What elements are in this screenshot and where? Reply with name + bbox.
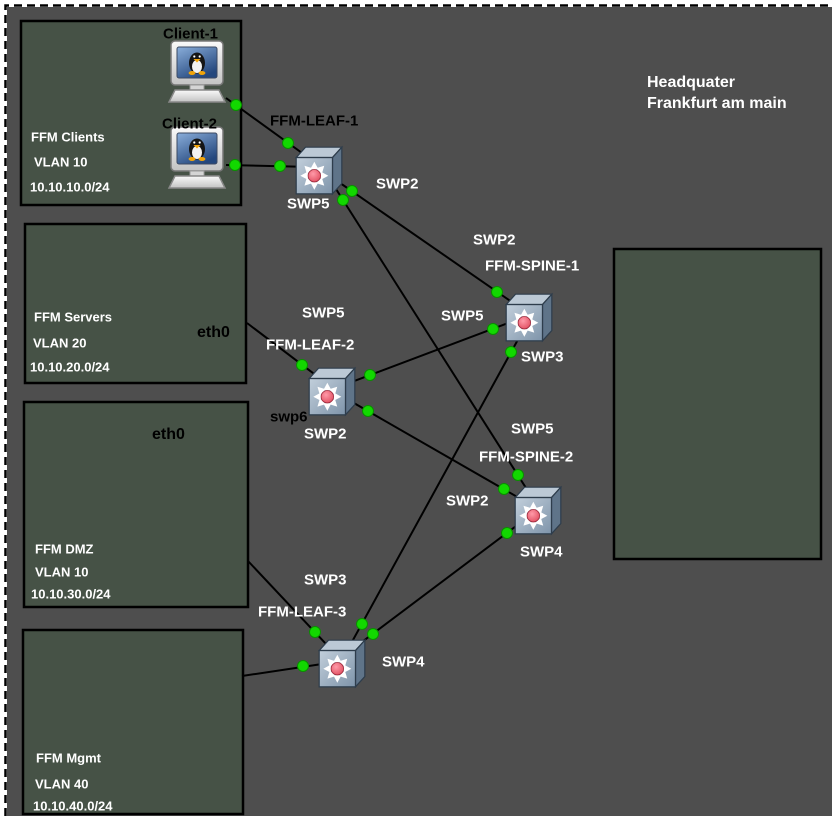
computer-icon-client-1[interactable] (168, 40, 226, 103)
link-status-dot (297, 660, 309, 672)
leaf3-label: FFM-LEAF-3 (258, 603, 346, 620)
client-2-label: Client-2 (162, 115, 217, 132)
leaf2-port-swp2: SWP2 (304, 425, 347, 442)
dmz-zone-subnet: 10.10.30.0/24 (31, 587, 111, 602)
clients-zone-title: FFM Clients (31, 130, 105, 145)
link-status-dot (364, 369, 376, 381)
servers-zone-subnet: 10.10.20.0/24 (30, 360, 110, 375)
mgmt-zone-title: FFM Mgmt (36, 751, 102, 766)
link-spine1--leaf3[interactable] (341, 313, 533, 661)
zone-ffm-servers[interactable] (23, 222, 248, 385)
dmz-zone-vlan: VLAN 10 (35, 565, 88, 580)
servers-zone-title: FFM Servers (34, 310, 112, 325)
link-status-dot (367, 628, 379, 640)
link-status-dot (487, 323, 499, 335)
mgmt-zone-subnet: 10.10.40.0/24 (33, 799, 113, 814)
dmz-zone-title: FFM DMZ (35, 542, 94, 557)
servers-zone-vlan: VLAN 20 (33, 336, 86, 351)
spine1-port-swp5: SWP5 (441, 307, 484, 324)
zone-right-area[interactable] (612, 247, 823, 561)
link-status-dot (229, 159, 241, 171)
spine2-port-swp4: SWP4 (520, 543, 563, 560)
spine2-port-swp5: SWP5 (511, 420, 554, 437)
client-1-label: Client-1 (163, 25, 218, 42)
servers-port-eth0: eth0 (197, 324, 230, 341)
note-line-1: Headquater (647, 74, 735, 91)
link-status-dot (309, 626, 321, 638)
link-status-dot (491, 286, 503, 298)
zone-ffm-dmz[interactable] (22, 400, 250, 609)
link-status-dot (230, 99, 242, 111)
spine2-label: FFM-SPINE-2 (479, 448, 573, 465)
link-status-dot (501, 527, 513, 539)
link-status-dot (505, 346, 517, 358)
leaf1-port-swp2: SWP2 (376, 175, 419, 192)
leaf3-port-swp3: SWP3 (304, 571, 347, 588)
spine1-port-swp2: SWP2 (473, 231, 516, 248)
link-status-dot (274, 160, 286, 172)
link-status-dot (356, 618, 368, 630)
leaf3-port-swp4: SWP4 (382, 653, 425, 670)
link-status-dot (346, 185, 358, 197)
clients-zone-vlan: VLAN 10 (34, 155, 87, 170)
switch-icon-ffm-spine-2[interactable] (515, 487, 561, 534)
switch-icon-ffm-spine-1[interactable] (506, 294, 552, 341)
switch-icon-ffm-leaf-3[interactable] (319, 640, 365, 687)
spine2-port-swp2: SWP2 (446, 492, 489, 509)
canvas-dashed-border (4, 4, 832, 816)
computer-icon-client-2[interactable] (168, 126, 226, 189)
leaf1-label: FFM-LEAF-1 (270, 112, 358, 129)
link-status-dot (296, 359, 308, 371)
link-status-dot (512, 469, 524, 481)
mgmt-zone-vlan: VLAN 40 (35, 777, 88, 792)
leaf2-port-swp6: swp6 (270, 408, 308, 425)
link-status-dot (362, 405, 374, 417)
spine1-port-swp3: SWP3 (521, 348, 564, 365)
clients-zone-subnet: 10.10.10.0/24 (30, 180, 110, 195)
dmz-port-eth0: eth0 (152, 426, 185, 443)
leaf2-port-swp5: SWP5 (302, 304, 345, 321)
link-status-dot (337, 194, 349, 206)
link-status-dot (498, 483, 510, 495)
switch-icon-ffm-leaf-1[interactable] (296, 147, 342, 194)
leaf1-port-swp5: SWP5 (287, 195, 330, 212)
note-line-2: Frankfurt am main (647, 95, 787, 112)
switch-icon-ffm-leaf-2[interactable] (309, 368, 355, 415)
link-status-dot (282, 137, 294, 149)
zone-ffm-mgmt[interactable] (21, 628, 245, 816)
leaf2-label: FFM-LEAF-2 (266, 336, 354, 353)
spine1-label: FFM-SPINE-1 (485, 257, 579, 274)
